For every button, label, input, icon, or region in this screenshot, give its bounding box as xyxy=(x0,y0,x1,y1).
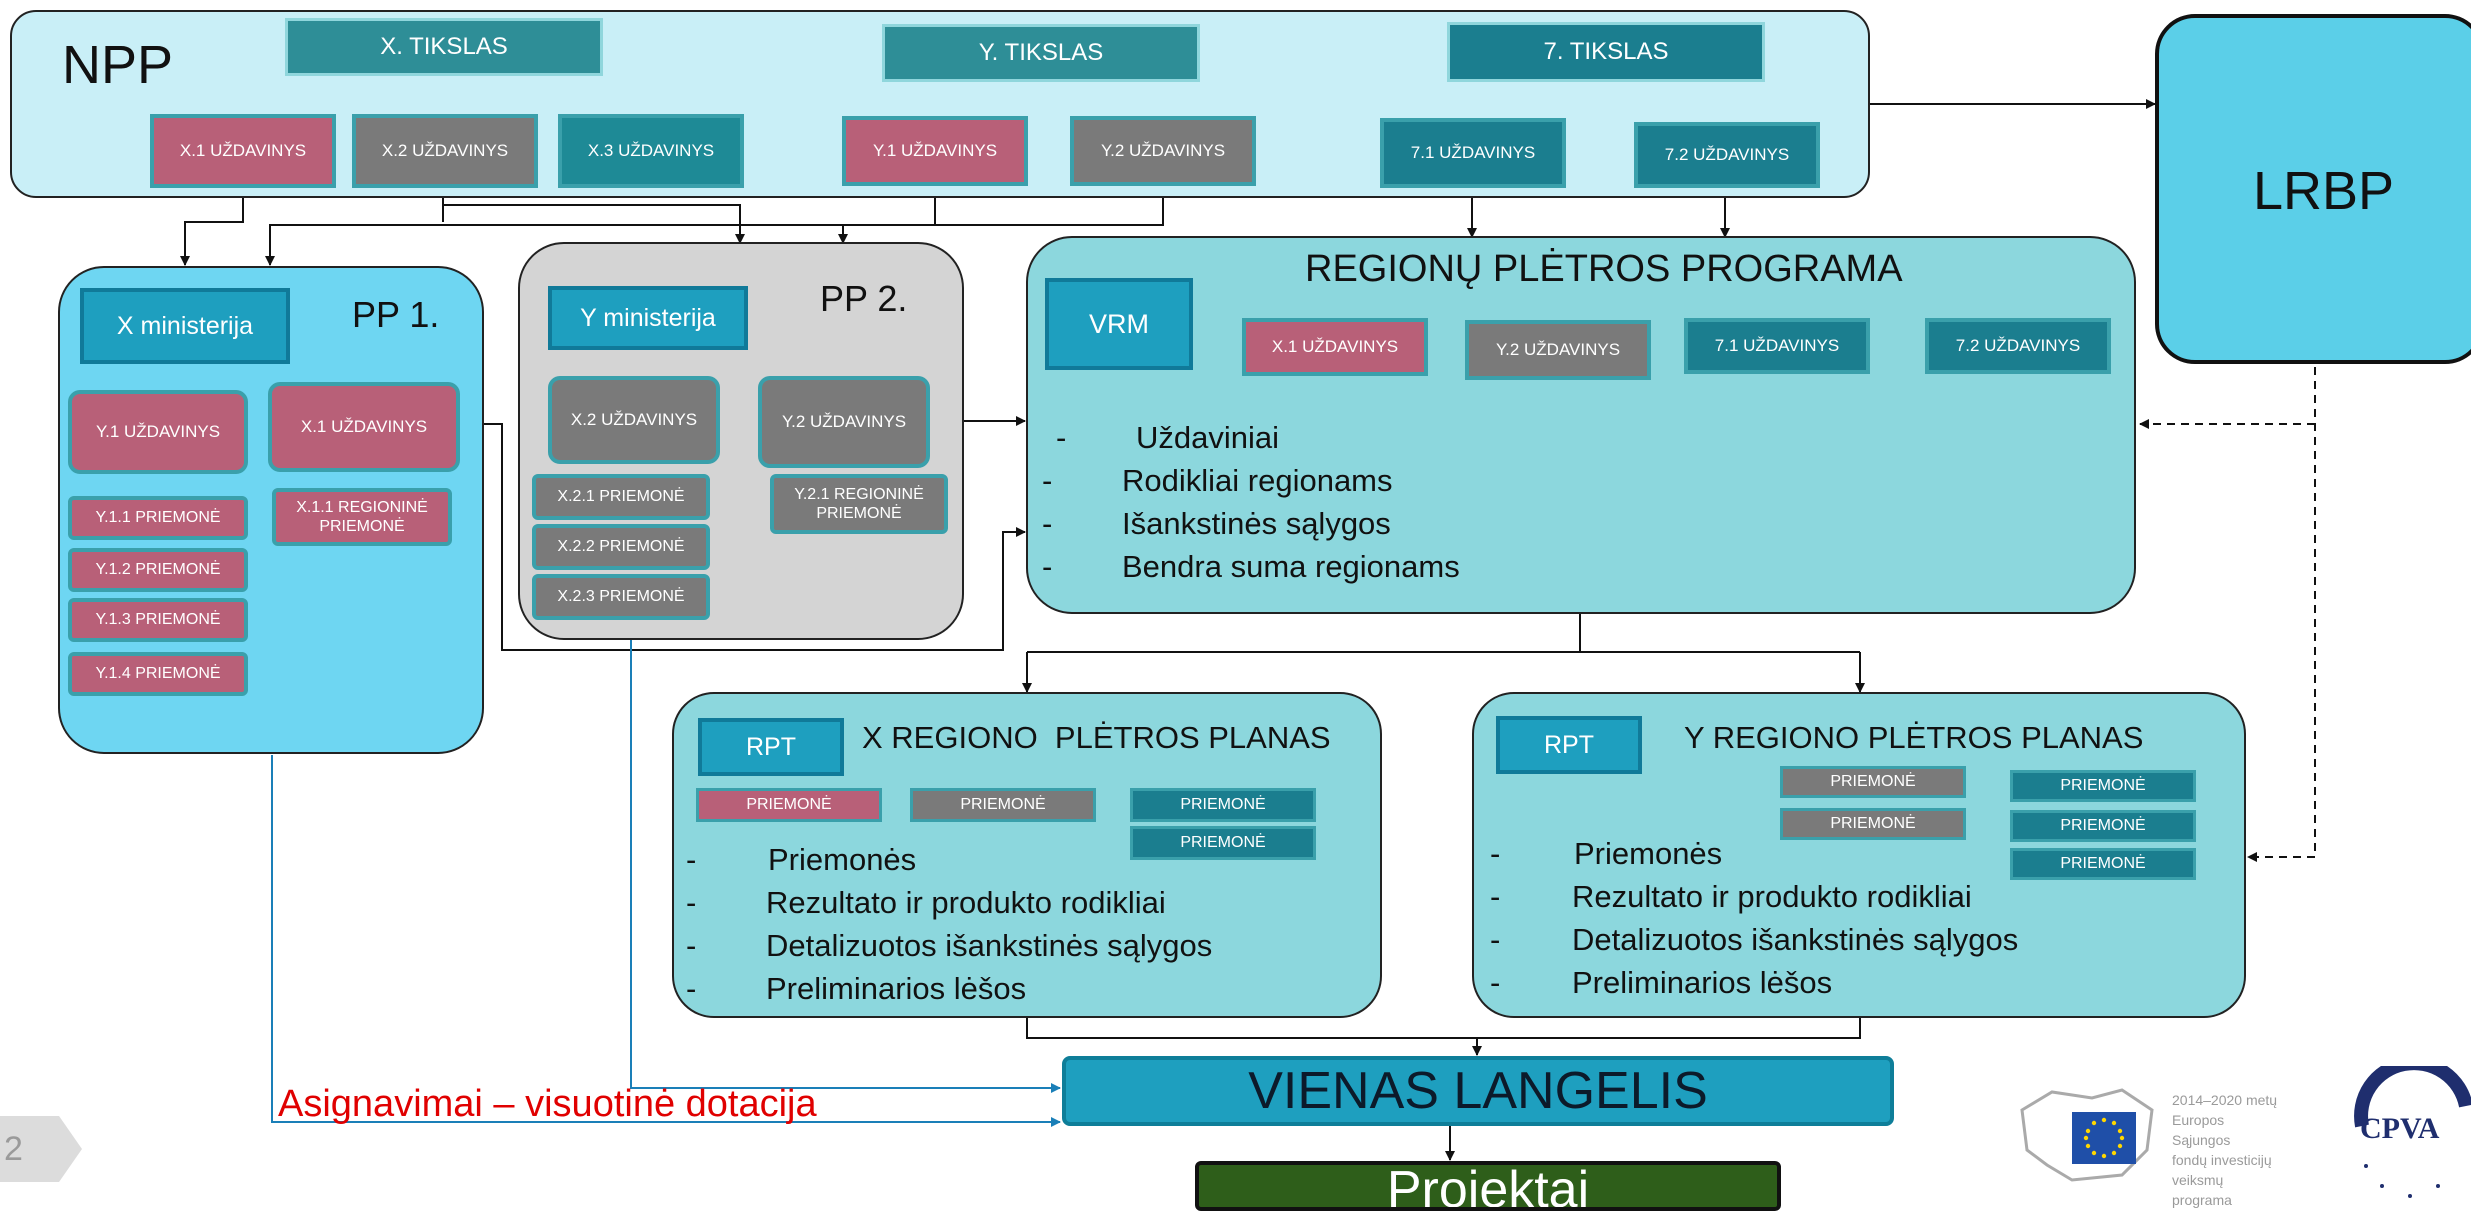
x-plan-item: Priemonės xyxy=(686,838,1212,881)
x-plan-org: RPT xyxy=(698,718,844,776)
pp2-task-y2: Y.2 UŽDAVINYS xyxy=(758,376,930,468)
rpp-item: Bendra suma regionams xyxy=(1042,545,1460,588)
eu-fund-text: 2014–2020 metų Europos Sąjungos fondų in… xyxy=(2172,1090,2282,1210)
pp1-ministry: X ministerija xyxy=(80,288,290,364)
npp-task-y1: Y.1 UŽDAVINYS xyxy=(842,116,1028,186)
slide-number: 2 xyxy=(4,1130,23,1168)
pp2-task-x2: X.2 UŽDAVINYS xyxy=(548,376,720,464)
lithuania-map-logo xyxy=(2012,1080,2162,1190)
npp-label: NPP xyxy=(62,35,174,95)
pp1-label: PP 1. xyxy=(352,294,440,335)
x-plan-item: Preliminarios lėšos xyxy=(686,967,1212,1010)
pp1-measure-y13: Y.1.3 PRIEMONĖ xyxy=(68,598,248,642)
pp2-measure-x21: X.2.1 PRIEMONĖ xyxy=(532,474,710,520)
y-plan-measure-teal-1: PRIEMONĖ xyxy=(2010,770,2196,802)
y-plan-title: Y REGIONO PLĖTROS PLANAS xyxy=(1684,720,2144,755)
pp1-measure-y14: Y.1.4 PRIEMONĖ xyxy=(68,652,248,696)
npp-task-71: 7.1 UŽDAVINYS xyxy=(1380,118,1566,188)
rpp-org: VRM xyxy=(1045,278,1193,370)
goal-y: Y. TIKSLAS xyxy=(882,24,1200,82)
rpp-item: Uždaviniai xyxy=(1056,416,1460,459)
x-plan-item: Detalizuotos išankstinės sąlygos xyxy=(686,924,1212,967)
asignavimai-label: Asignavimai – visuotinė dotacija xyxy=(278,1083,817,1125)
rpp-list: Uždaviniai Rodikliai regionams Išankstin… xyxy=(1042,416,1460,588)
pp1-measure-y11: Y.1.1 PRIEMONĖ xyxy=(68,496,248,540)
projektai: Projektai xyxy=(1195,1161,1781,1211)
npp-task-72: 7.2 UŽDAVINYS xyxy=(1634,122,1820,188)
y-plan-item: Preliminarios lėšos xyxy=(1490,961,2018,1004)
y-plan-measure-teal-2: PRIEMONĖ xyxy=(2010,810,2196,842)
eu-fund-line: Europos Sąjungos xyxy=(2172,1112,2231,1148)
y-plan-org: RPT xyxy=(1496,716,1642,774)
cpva-text: CPVA xyxy=(2360,1112,2440,1145)
rpp-title: REGIONŲ PLĖTROS PROGRAMA xyxy=(1305,248,1903,290)
npp-task-x3: X.3 UŽDAVINYS xyxy=(558,114,744,188)
npp-task-y2: Y.2 UŽDAVINYS xyxy=(1070,116,1256,186)
y-plan-item: Rezultato ir produkto rodikliai xyxy=(1490,875,2018,918)
x-plan-measure-teal-2: PRIEMONĖ xyxy=(1130,826,1316,860)
pp2-label: PP 2. xyxy=(820,278,908,319)
goal-7: 7. TIKSLAS xyxy=(1447,22,1765,82)
npp-task-x1: X.1 UŽDAVINYS xyxy=(150,114,336,188)
y-plan-list: Priemonės Rezultato ir produkto rodiklia… xyxy=(1490,832,2018,1004)
x-plan-measure-pink: PRIEMONĖ xyxy=(696,788,882,822)
lrbp-panel xyxy=(2155,14,2471,364)
eu-fund-line: veiksmų programa xyxy=(2172,1172,2232,1208)
rpp-task-71: 7.1 UŽDAVINYS xyxy=(1684,318,1870,374)
pp2-measure-x23: X.2.3 PRIEMONĖ xyxy=(532,574,710,620)
y-plan-item: Priemonės xyxy=(1490,832,2018,875)
lrbp-label: LRBP xyxy=(2253,161,2395,221)
pp2-ministry: Y ministerija xyxy=(548,286,748,350)
npp-task-x2: X.2 UŽDAVINYS xyxy=(352,114,538,188)
x-plan-measure-teal-1: PRIEMONĖ xyxy=(1130,788,1316,822)
rpp-item: Rodikliai regionams xyxy=(1042,459,1460,502)
y-plan-measure-gray-1: PRIEMONĖ xyxy=(1780,766,1966,798)
eu-fund-line: fondų investicijų xyxy=(2172,1152,2272,1168)
x-plan-list: Priemonės Rezultato ir produkto rodiklia… xyxy=(686,838,1212,1010)
pp2-regional-measure: Y.2.1 REGIONINĖ PRIEMONĖ xyxy=(770,474,948,534)
eu-fund-line: 2014–2020 metų xyxy=(2172,1092,2278,1108)
goal-x: X. TIKSLAS xyxy=(285,18,603,76)
x-plan-measure-gray: PRIEMONĖ xyxy=(910,788,1096,822)
x-plan-item: Rezultato ir produkto rodikliai xyxy=(686,881,1212,924)
cpva-logo: CPVA xyxy=(2352,1056,2471,1208)
y-plan-measure-teal-3: PRIEMONĖ xyxy=(2010,848,2196,880)
pp2-measure-x22: X.2.2 PRIEMONĖ xyxy=(532,524,710,570)
pp1-measure-y12: Y.1.2 PRIEMONĖ xyxy=(68,548,248,592)
rpp-task-y2: Y.2 UŽDAVINYS xyxy=(1465,320,1651,380)
pp1-task-x1: X.1 UŽDAVINYS xyxy=(268,382,460,472)
x-plan-title: X REGIONO PLĖTROS PLANAS xyxy=(862,720,1331,755)
y-plan-item: Detalizuotos išankstinės sąlygos xyxy=(1490,918,2018,961)
pp1-task-y1: Y.1 UŽDAVINYS xyxy=(68,390,248,474)
pp1-regional-measure: X.1.1 REGIONINĖ PRIEMONĖ xyxy=(272,488,452,546)
rpp-task-72: 7.2 UŽDAVINYS xyxy=(1925,318,2111,374)
rpp-item: Išankstinės sąlygos xyxy=(1042,502,1460,545)
rpp-task-x1: X.1 UŽDAVINYS xyxy=(1242,318,1428,376)
vienas-langelis: VIENAS LANGELIS xyxy=(1062,1056,1894,1126)
